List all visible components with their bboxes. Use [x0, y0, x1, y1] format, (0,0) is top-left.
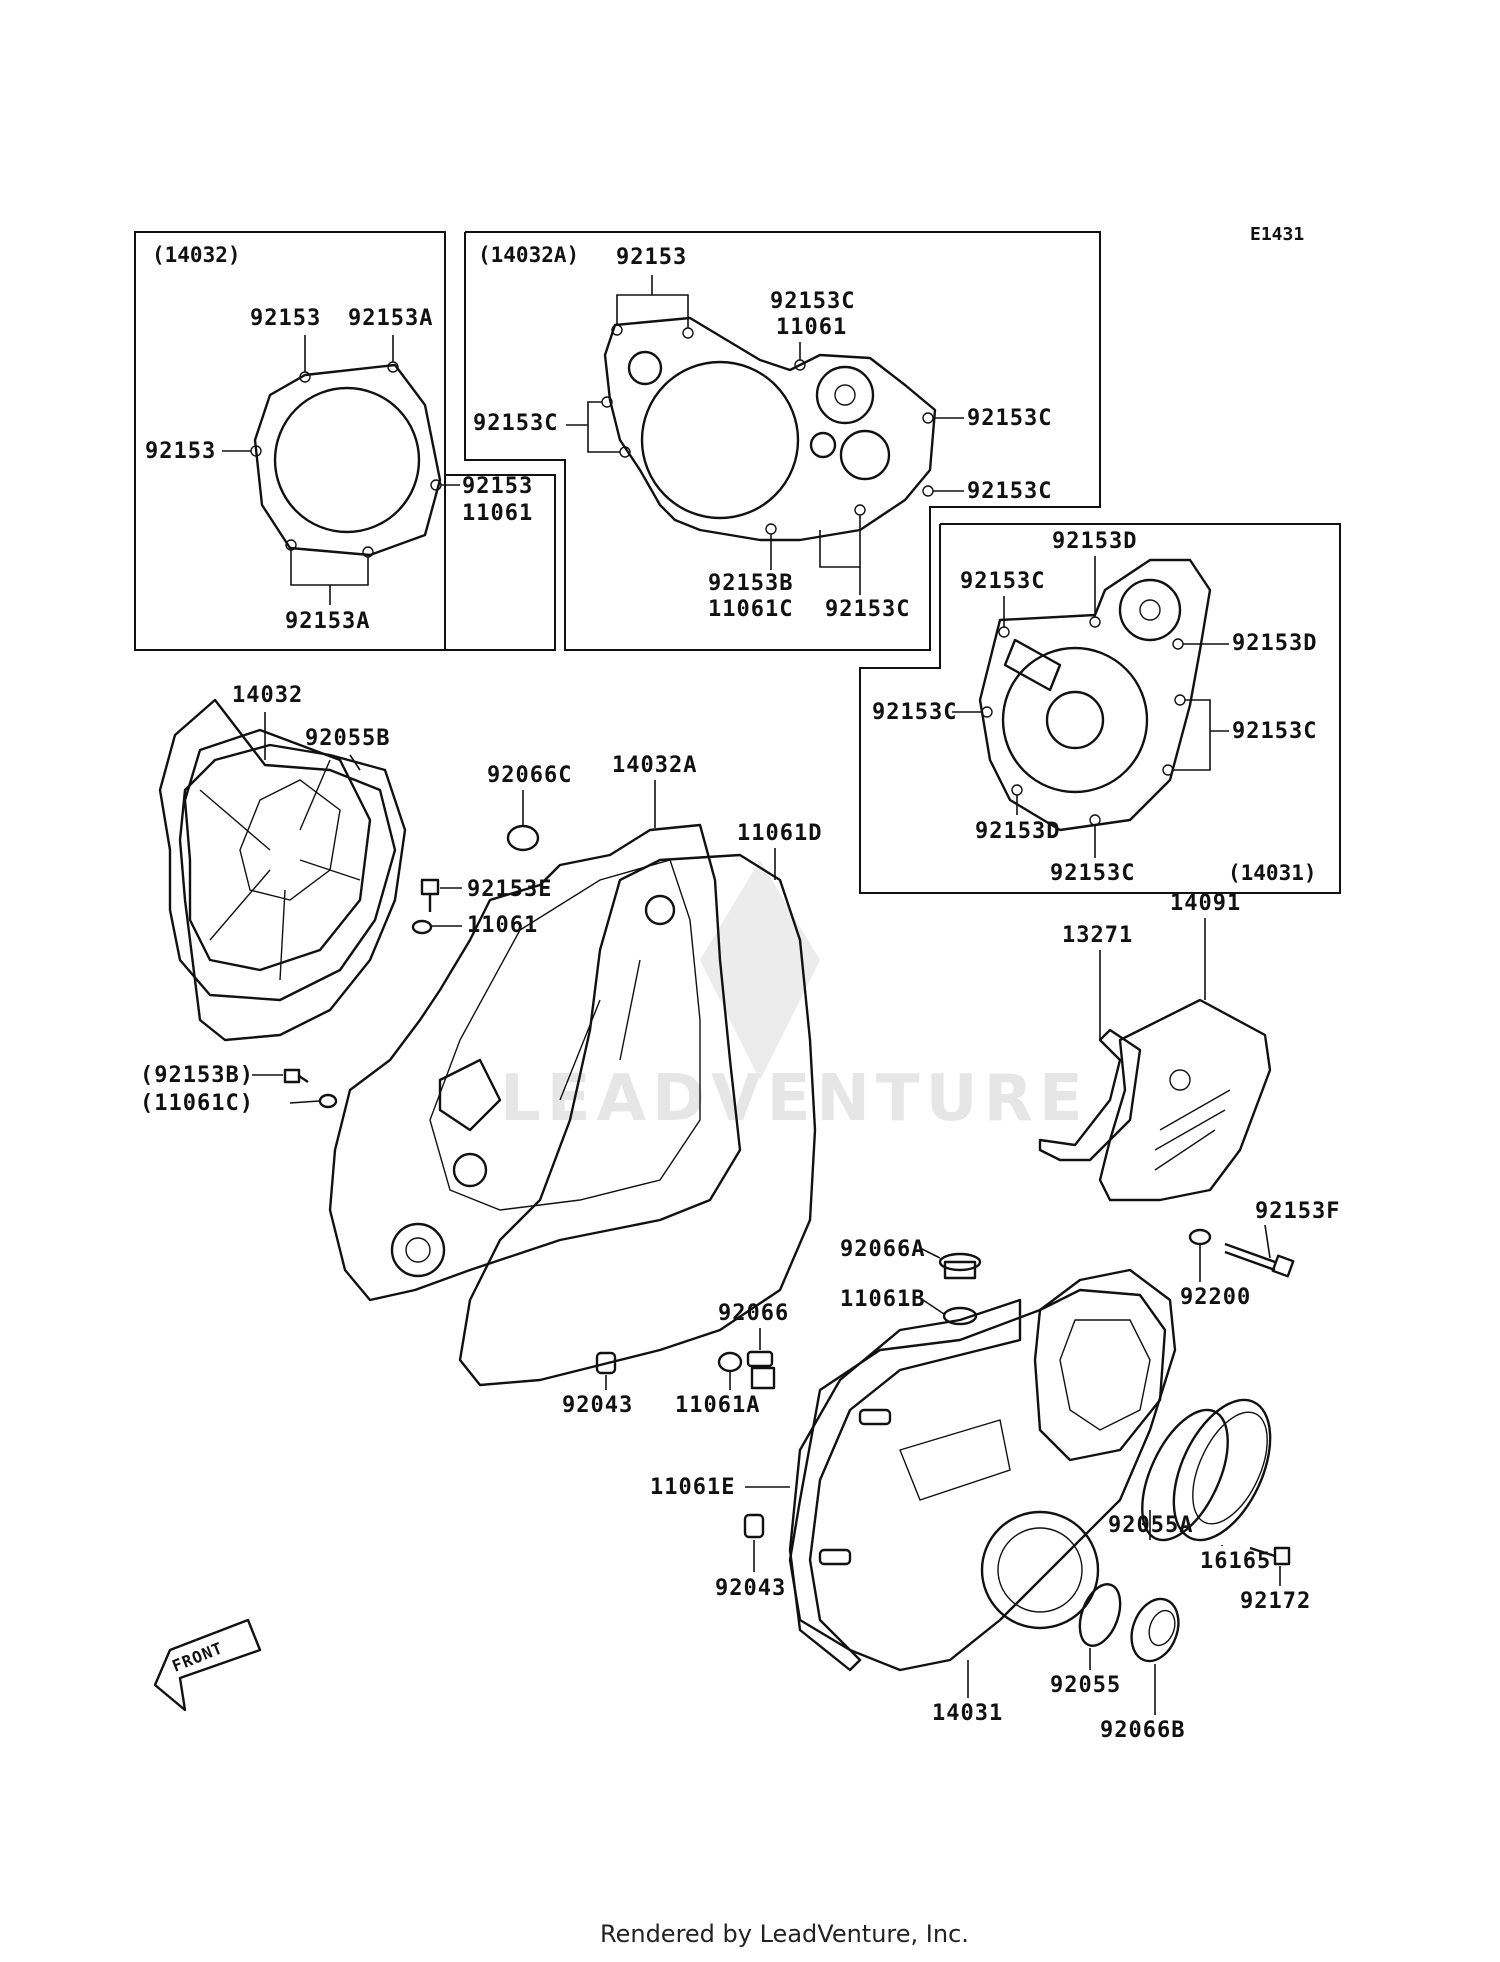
part-92200-washer [1188, 1228, 1212, 1246]
part-11061D-gasket [458, 853, 817, 1387]
label-b3-92153D-bottom: 92153D [975, 819, 1060, 844]
part-14091-cover [1098, 998, 1272, 1202]
label-92055: 92055 [1050, 1673, 1121, 1698]
label-92066B: 92066B [1100, 1718, 1185, 1743]
label-11061E: 11061E [650, 1475, 735, 1500]
part-92066-plug [746, 1350, 776, 1390]
label-92153B-paren: (92153B) [140, 1063, 254, 1088]
label-11061C-paren: (11061C) [140, 1091, 254, 1116]
label-b3-92153C-right: 92153C [1232, 719, 1317, 744]
label-b2-11061-top: 11061 [776, 315, 847, 340]
diagram-ref-code: E1431 [1250, 224, 1304, 245]
label-92055B: 92055B [305, 726, 390, 751]
inset-frame-14031 [859, 523, 1341, 894]
part-92055B-gasket [178, 743, 407, 1042]
gasket-inner-circle [273, 386, 421, 534]
label-b1-92153-top: 92153 [250, 306, 321, 331]
label-92153F: 92153F [1255, 1199, 1340, 1224]
part-92153E-bolt [420, 878, 440, 912]
label-b3-92153C-bottom: 92153C [1050, 861, 1135, 886]
part-92066A-plug [938, 1252, 982, 1280]
part-14032-clutch-cover [158, 698, 397, 1002]
front-arrow: FRONT [153, 1618, 262, 1712]
label-b2-11061C: 11061C [708, 597, 793, 622]
footer-credit: Rendered by LeadVenture, Inc. [600, 1920, 969, 1948]
label-11061: 11061 [467, 913, 538, 938]
part-11061E-gasket [788, 1298, 1022, 1672]
part-92172-screw [1249, 1546, 1291, 1566]
label-b2-92153C-right2: 92153C [967, 479, 1052, 504]
cover-14031-bore [980, 1510, 1100, 1630]
label-92066A: 92066A [840, 1237, 925, 1262]
label-14031: 14031 [932, 1701, 1003, 1726]
inset-title-14031: (14031) [1228, 861, 1317, 885]
part-11061B-washer [942, 1306, 978, 1326]
label-14032: 14032 [232, 683, 303, 708]
front-arrow-label: FRONT [169, 1638, 225, 1676]
label-13271: 13271 [1062, 923, 1133, 948]
label-b2-92153C-bottom: 92153C [825, 597, 910, 622]
part-11061-washer [411, 919, 433, 935]
label-b2-92153C-right1: 92153C [967, 406, 1052, 431]
label-b1-92153A-top: 92153A [348, 306, 433, 331]
part-92043-dowel-b [743, 1513, 765, 1539]
inset-box-14032: (14032) 92153 92153A 92153 92153 11061 9… [134, 231, 556, 651]
part-14031-generator-cover [788, 1268, 1177, 1672]
cover-outline-14031-inset [978, 558, 1212, 832]
label-11061B: 11061B [840, 1287, 925, 1312]
label-b2-92153B: 92153B [708, 571, 793, 596]
label-b3-92153C-topleft: 92153C [960, 569, 1045, 594]
label-92043-b: 92043 [715, 1576, 786, 1601]
cover-14031-inset-bore [1001, 646, 1149, 794]
cover-14032A-main-bore [640, 360, 800, 520]
label-92066: 92066 [718, 1301, 789, 1326]
part-92043-dowel-a [595, 1351, 617, 1375]
label-b2-92153-top: 92153 [616, 245, 687, 270]
label-b1-11061-right: 11061 [462, 501, 533, 526]
part-16165-cap [1172, 1398, 1272, 1542]
label-14032A: 14032A [612, 753, 697, 778]
inset-title-14032A: (14032A) [478, 243, 579, 267]
label-92200: 92200 [1180, 1285, 1251, 1310]
label-b2-92153C-left: 92153C [473, 411, 558, 436]
inset-frame-14032-ext [444, 232, 556, 651]
label-b3-92153D-top: 92153D [1052, 529, 1137, 554]
label-b1-92153-left: 92153 [145, 439, 216, 464]
part-92066B-plug [1130, 1597, 1180, 1663]
part-11061C-washer [318, 1093, 338, 1109]
inset-box-14031: (14031) 92153D 92153C 92153D 92153C 9215… [859, 523, 1341, 894]
label-b2-92153C-top: 92153C [770, 289, 855, 314]
label-14091: 14091 [1170, 891, 1241, 916]
inset-title-14032: (14032) [152, 243, 241, 267]
part-92153B-bolt [283, 1068, 309, 1084]
inset-box-14032A: (14032A) 92153 92153C 11061 92153C 92153… [464, 231, 1101, 651]
cover-outline-14032A [603, 316, 937, 542]
part-13271-bracket [1038, 1028, 1142, 1162]
label-11061A: 11061A [675, 1393, 760, 1418]
label-b1-92153A-bottom: 92153A [285, 609, 370, 634]
label-92153E: 92153E [467, 877, 552, 902]
label-92066C: 92066C [487, 763, 572, 788]
label-11061D: 11061D [737, 821, 822, 846]
label-b1-92153-right: 92153 [462, 474, 533, 499]
label-b3-92153D-right: 92153D [1232, 631, 1317, 656]
label-b3-92153C-left: 92153C [872, 700, 957, 725]
part-92055A-gasket [1141, 1408, 1229, 1542]
watermark-text: LEADVENTURE [500, 1062, 1089, 1136]
label-92172: 92172 [1240, 1589, 1311, 1614]
part-92153F-bolt [1224, 1242, 1295, 1278]
part-92055-oring [1078, 1583, 1122, 1647]
label-16165: 16165 [1200, 1549, 1271, 1574]
gasket-outline-14032 [253, 363, 442, 557]
part-92066C-plug [506, 824, 540, 852]
part-11061A-washer [717, 1351, 743, 1373]
label-92043-a: 92043 [562, 1393, 633, 1418]
inset-frame-14032A [464, 231, 1101, 651]
watermark: LEADVENTURE [500, 860, 1089, 1136]
